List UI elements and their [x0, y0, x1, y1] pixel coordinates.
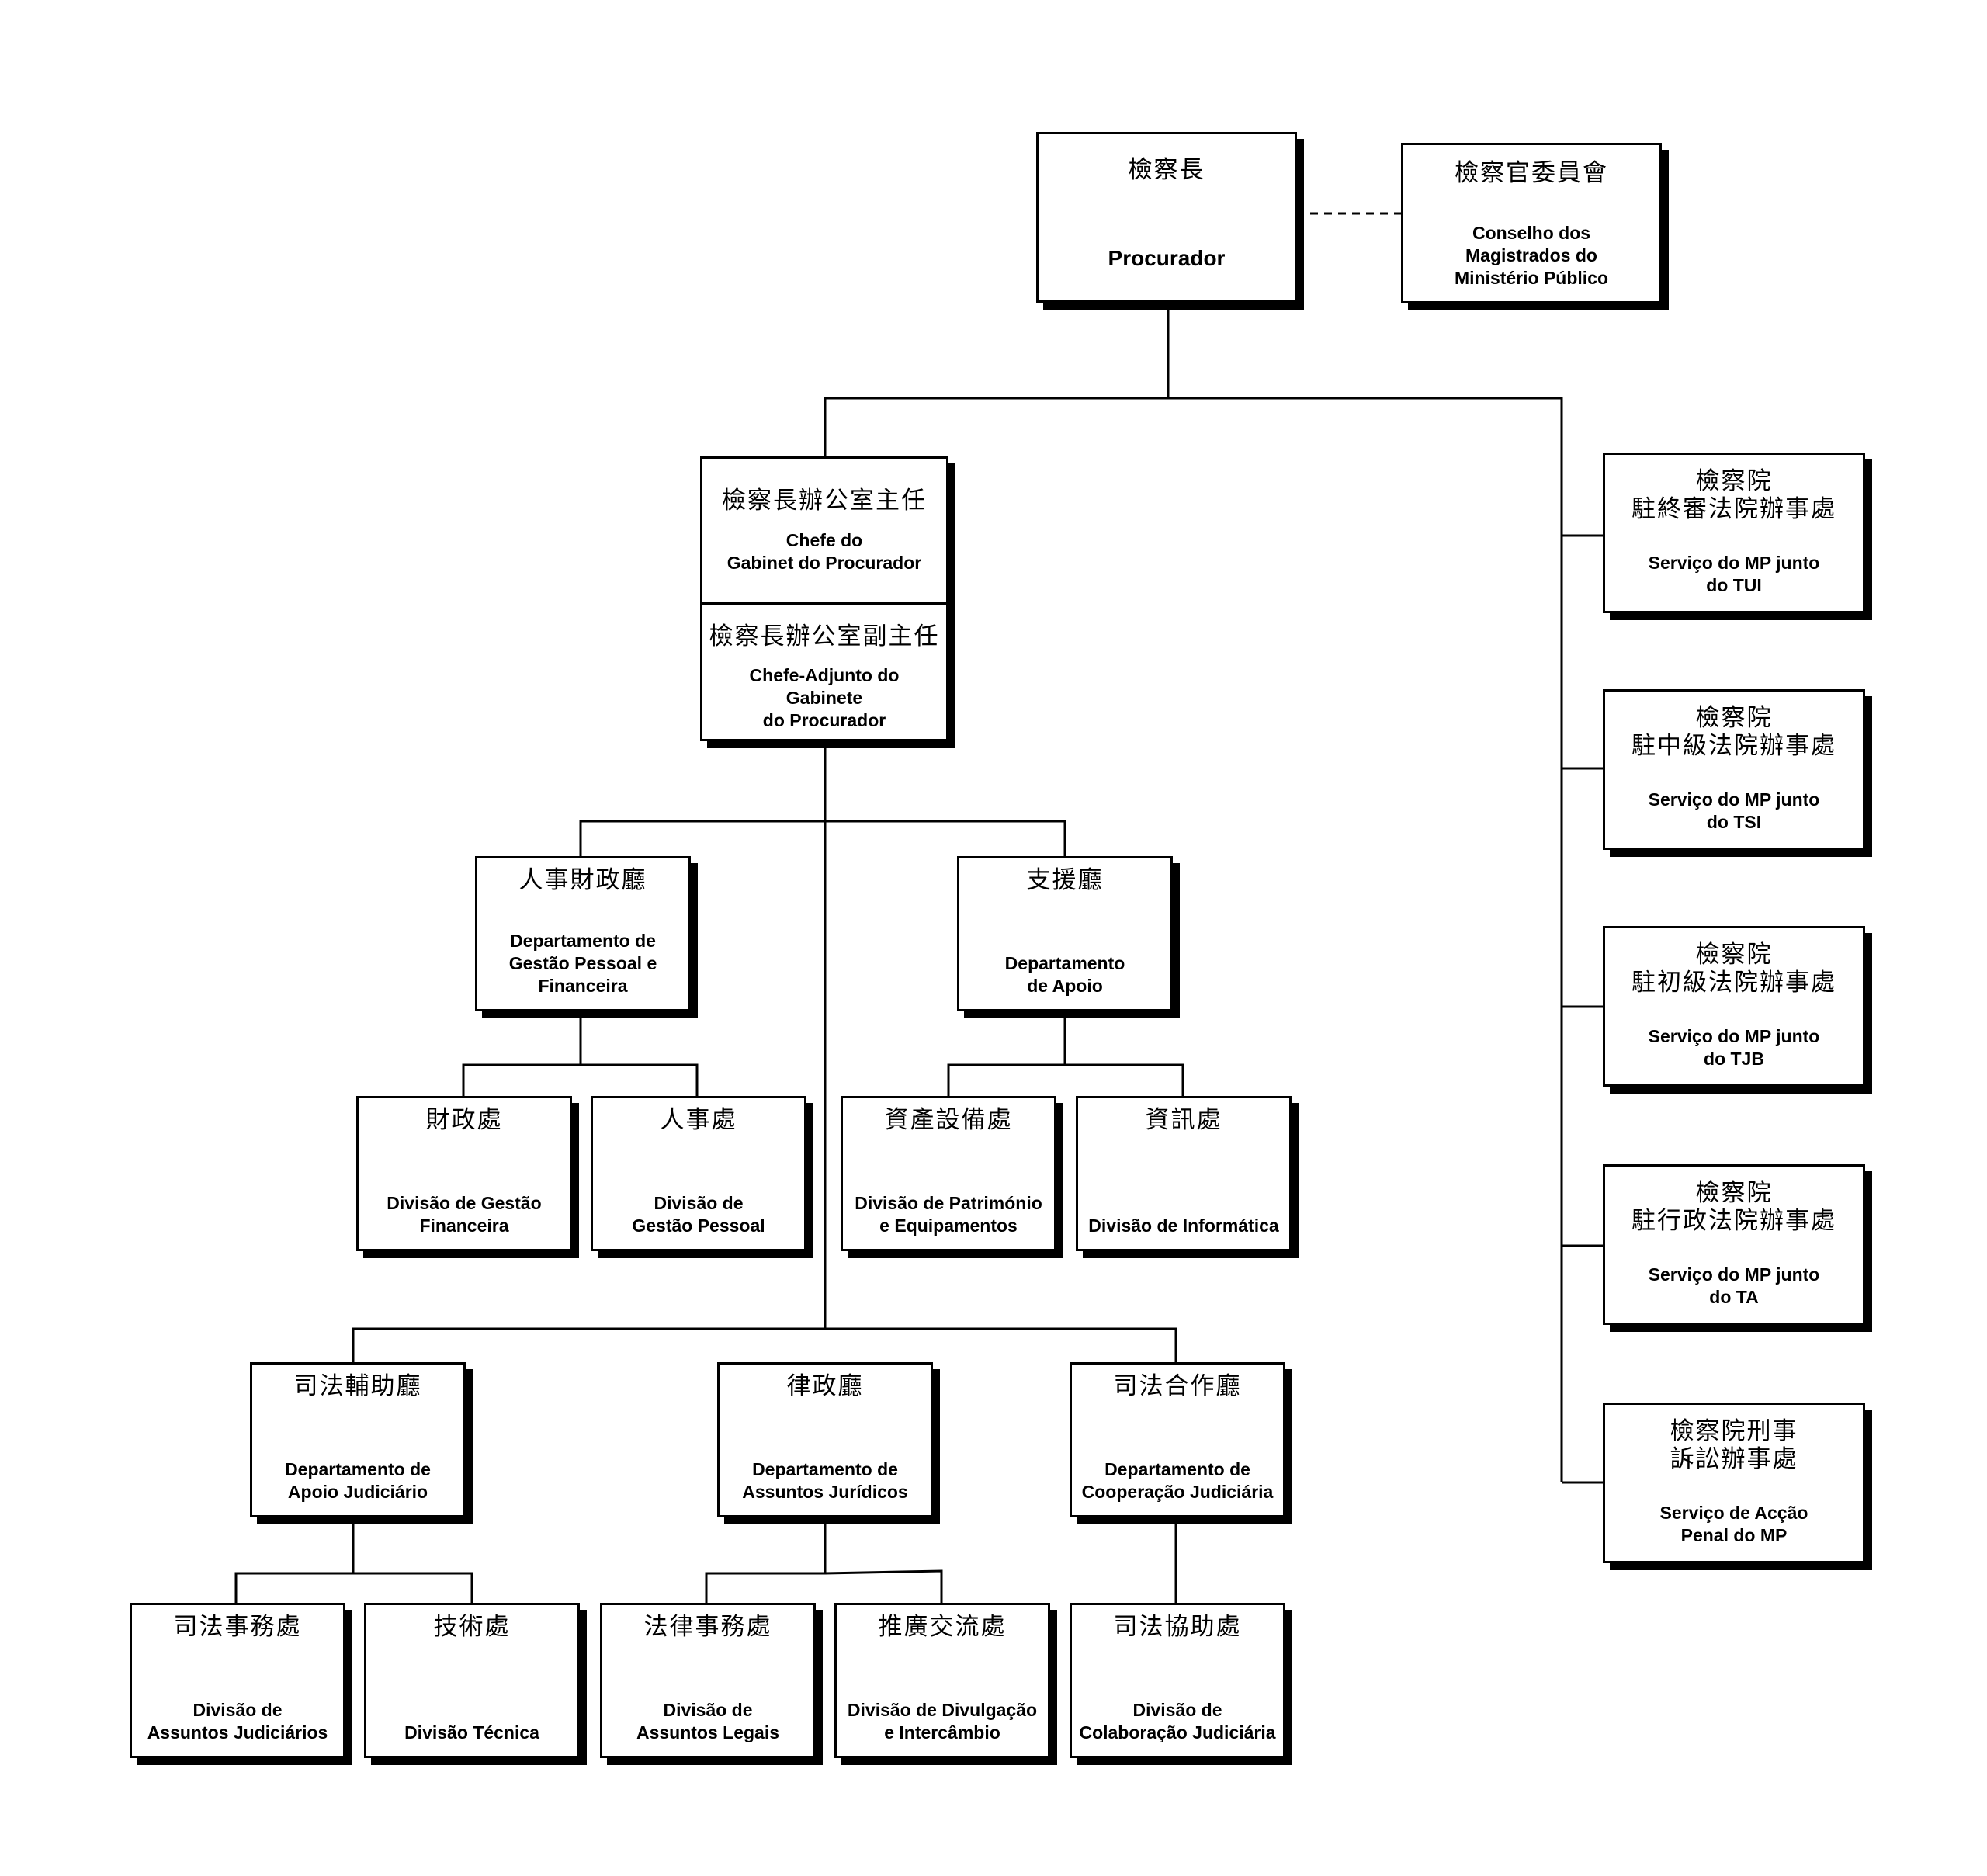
daj-box: 司法輔助廳 Departamento de Apoio Judiciário: [250, 1362, 466, 1517]
apm-zh: 檢察院刑事 訴訟辦事處: [1670, 1417, 1798, 1473]
apm-box: 檢察院刑事 訴訟辦事處 Serviço de Acção Penal do MP: [1603, 1403, 1865, 1563]
link-dgpf-divisions: [462, 1011, 582, 1096]
dgf-box: 財政處 Divisão de Gestão Financeira: [356, 1096, 572, 1251]
dt-pt: Divisão Técnica: [404, 1722, 539, 1742]
tjb-zh: 檢察院 駐初級法院辦事處: [1632, 941, 1836, 997]
dgpf-zh: 人事財政廳: [518, 866, 647, 894]
link-daj-divisions: [234, 1517, 355, 1603]
link-dt: [353, 1572, 473, 1603]
dcoj-zh: 司法協助處: [1113, 1613, 1242, 1641]
adjunto-zh: 檢察長辦公室副主任: [709, 622, 940, 650]
ta-box: 檢察院 駐行政法院辦事處 Serviço do MP junto do TA: [1603, 1164, 1865, 1325]
tsi-zh: 檢察院 駐中級法院辦事處: [1632, 704, 1836, 760]
dgp-pt: Divisão de Gestão Pessoal: [632, 1193, 765, 1236]
tsi-box: 檢察院 駐中級法院辦事處 Serviço do MP junto do TSI: [1603, 689, 1865, 850]
dcj-zh: 司法合作廳: [1113, 1372, 1242, 1400]
gabinete-box: 檢察長辦公室主任 Chefe do Gabinet do Procurador …: [700, 456, 948, 741]
dpe-box: 資產設備處 Divisão de Património e Equipament…: [841, 1096, 1056, 1251]
dcj-box: 司法合作廳 Departamento de Cooperação Judiciá…: [1070, 1362, 1285, 1517]
dap-box: 支援廳 Departamento de Apoio: [957, 856, 1173, 1011]
conselho-box: 檢察官委員會 Conselho dos Magistrados do Minis…: [1401, 143, 1662, 303]
procurador-box: 檢察長 Procurador: [1036, 132, 1297, 303]
link-dap-divisions: [947, 1011, 1066, 1096]
di-zh: 資訊處: [1145, 1106, 1222, 1134]
dap-zh: 支援廳: [1026, 866, 1104, 894]
link-lower-depts: [352, 1327, 1177, 1362]
dpe-pt: Divisão de Património e Equipamentos: [855, 1193, 1042, 1236]
chefe-zh: 檢察長辦公室主任: [722, 487, 927, 515]
adjunto-pt: Chefe-Adjunto do Gabinete do Procurador: [749, 665, 900, 730]
dgf-pt: Divisão de Gestão Financeira: [387, 1193, 542, 1236]
dt-zh: 技術處: [433, 1613, 511, 1641]
dcoj-box: 司法協助處 Divisão de Colaboração Judiciária: [1070, 1603, 1285, 1758]
tjb-box: 檢察院 駐初級法院辦事處 Serviço do MP junto do TJB: [1603, 926, 1865, 1087]
link-dajur-divisions: [705, 1517, 827, 1603]
dal-box: 法律事務處 Divisão de Assuntos Legais: [600, 1603, 816, 1758]
dal-zh: 法律事務處: [643, 1613, 772, 1641]
link-di: [1065, 1063, 1184, 1096]
dal-pt: Divisão de Assuntos Legais: [636, 1700, 780, 1742]
tjb-pt: Serviço do MP junto do TJB: [1648, 1026, 1820, 1069]
di-box: 資訊處 Divisão de Informática: [1076, 1096, 1292, 1251]
link-dgp: [581, 1063, 699, 1096]
dgp-zh: 人事處: [660, 1106, 737, 1134]
dcoj-pt: Divisão de Colaboração Judiciária: [1079, 1700, 1276, 1742]
gabinete-divider: [702, 602, 946, 605]
tui-zh: 檢察院 駐終審法院辦事處: [1632, 467, 1836, 523]
link-ddi: [824, 1569, 943, 1603]
procurador-pt: Procurador: [1108, 246, 1226, 270]
dt-box: 技術處 Divisão Técnica: [364, 1603, 580, 1758]
apm-pt: Serviço de Acção Penal do MP: [1659, 1503, 1808, 1545]
link-top-branch: [824, 397, 1563, 1482]
dpe-zh: 資產設備處: [884, 1106, 1013, 1134]
link-upper-depts: [579, 820, 1066, 856]
dajur-box: 律政廳 Departamento de Assuntos Jurídicos: [717, 1362, 933, 1517]
dasj-box: 司法事務處 Divisão de Assuntos Judiciários: [130, 1603, 345, 1758]
daj-zh: 司法輔助廳: [293, 1372, 422, 1400]
di-pt: Divisão de Informática: [1088, 1215, 1279, 1236]
chefe-pt: Chefe do Gabinet do Procurador: [726, 530, 922, 573]
conselho-zh: 檢察官委員會: [1455, 159, 1608, 187]
ddi-zh: 推廣交流處: [878, 1613, 1007, 1641]
dasj-zh: 司法事務處: [173, 1613, 302, 1641]
tsi-pt: Serviço do MP junto do TSI: [1648, 789, 1820, 832]
dajur-pt: Departamento de Assuntos Jurídicos: [742, 1459, 908, 1502]
dasj-pt: Divisão de Assuntos Judiciários: [147, 1700, 328, 1742]
procurador-zh: 檢察長: [1128, 156, 1205, 184]
ta-pt: Serviço do MP junto do TA: [1648, 1264, 1820, 1307]
tui-box: 檢察院 駐終審法院辦事處 Serviço do MP junto do TUI: [1603, 453, 1865, 613]
daj-pt: Departamento de Apoio Judiciário: [285, 1459, 431, 1502]
dcj-pt: Departamento de Cooperação Judiciária: [1081, 1459, 1274, 1502]
dap-pt: Departamento de Apoio: [1004, 953, 1125, 996]
tui-pt: Serviço do MP junto do TUI: [1648, 553, 1820, 595]
ddi-box: 推廣交流處 Divisão de Divulgação e Intercâmbi…: [834, 1603, 1050, 1758]
dgf-zh: 財政處: [425, 1106, 503, 1134]
dgpf-pt: Departamento de Gestão Pessoal e Finance…: [508, 931, 657, 996]
conselho-pt: Conselho dos Magistrados do Ministério P…: [1454, 223, 1609, 288]
dgp-box: 人事處 Divisão de Gestão Pessoal: [591, 1096, 806, 1251]
ddi-pt: Divisão de Divulgação e Intercâmbio: [847, 1700, 1038, 1742]
dgpf-box: 人事財政廳 Departamento de Gestão Pessoal e F…: [475, 856, 691, 1011]
dajur-zh: 律政廳: [786, 1372, 864, 1400]
ta-zh: 檢察院 駐行政法院辦事處: [1632, 1179, 1836, 1235]
